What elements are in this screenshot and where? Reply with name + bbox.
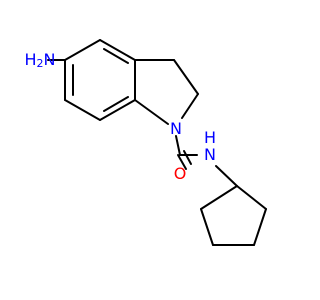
amine-subscript-label: 2 xyxy=(37,57,44,70)
bond-c7a-c7 xyxy=(99,99,136,121)
amine-n-label: N xyxy=(44,50,56,69)
oxygen-label: O xyxy=(174,164,187,183)
amide-nitrogen-label: N xyxy=(204,145,216,164)
bond-n1-carbonyl xyxy=(175,135,181,156)
bond-c7-c6 xyxy=(64,99,101,121)
bond-c5-c4 xyxy=(64,39,101,61)
bond-co-2 xyxy=(183,150,192,165)
bond-nh-cyclopentyl xyxy=(215,165,238,187)
bond-cp-1 xyxy=(236,185,267,210)
bond-n1-c7a xyxy=(134,99,169,125)
bond-cp-2 xyxy=(253,208,267,246)
bond-cp-4 xyxy=(200,208,214,246)
bond-co-1 xyxy=(177,154,187,170)
molecule-structure: H2N N N H O xyxy=(25,39,267,246)
bond-c7a-c7-double xyxy=(103,96,129,112)
amine-nitrogen-label: H2N xyxy=(25,50,56,71)
bond-c4-c3a-double xyxy=(103,48,129,64)
molecule-canvas: H2N N N H O xyxy=(25,39,267,246)
bond-c3-c2 xyxy=(173,59,199,95)
bond-c4-c3a xyxy=(99,39,136,61)
amide-hydrogen-label: H xyxy=(204,128,216,147)
bond-c2-n1 xyxy=(181,93,199,119)
bond-cp-5 xyxy=(200,185,238,210)
amine-h-label: H xyxy=(25,50,37,69)
ring-nitrogen-label: N xyxy=(170,119,182,138)
